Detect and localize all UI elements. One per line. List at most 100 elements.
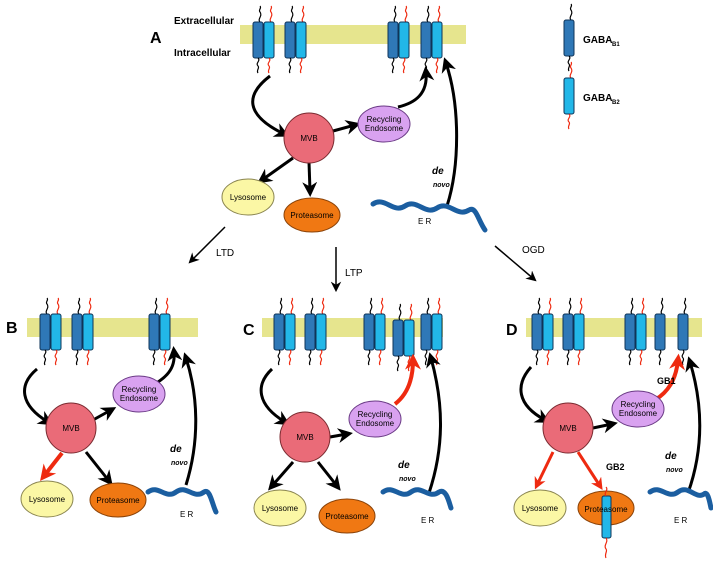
arrow-ltd — [188, 226, 226, 264]
recycling-label-1: Recycling — [621, 400, 656, 409]
mvb-label: MVB — [559, 424, 576, 433]
receptor-dimer — [363, 297, 386, 366]
receptor-dimer — [71, 297, 94, 366]
legend-gaba-b1: GABA B1 — [563, 3, 620, 72]
panel-c: C MVB Recycling Endosome Lysosome Protea… — [243, 297, 454, 534]
recycling-endosome — [348, 400, 402, 438]
mvb-label: MVB — [300, 134, 317, 143]
arrow-to-proteasome — [316, 461, 341, 491]
legend: GABA B1 GABA B2 — [563, 3, 620, 130]
er-strand — [370, 199, 488, 233]
receptor-dimer — [284, 5, 307, 74]
panel-c-label: C — [243, 322, 255, 339]
arrow-ogd — [494, 245, 537, 282]
de-label: de — [665, 451, 677, 462]
gb1-label: GB1 — [657, 376, 676, 386]
arrow-to-recycling — [592, 418, 618, 434]
arrow-internalize — [259, 367, 291, 426]
recycling-endosome — [357, 105, 411, 143]
arrow-de-novo — [426, 352, 442, 494]
legend-gaba-b1-sub: B1 — [612, 42, 620, 48]
arrow-recycle-increased — [393, 353, 421, 406]
receptor-gb1-only — [677, 297, 689, 366]
arrow-to-recycling — [332, 120, 361, 135]
arrow-to-recycling — [92, 407, 117, 422]
panel-b-label: B — [6, 320, 18, 337]
receptor-dimer — [148, 297, 171, 366]
er-strand — [647, 487, 713, 511]
panel-d-label: D — [506, 322, 518, 339]
arrow-gb2-to-proteasome — [576, 451, 603, 491]
mvb-label: MVB — [296, 433, 313, 442]
arrow-recycle-to-membrane — [397, 66, 435, 109]
arrow-de-novo — [181, 352, 198, 486]
lysosome — [221, 178, 275, 216]
receptor-dimer — [304, 297, 327, 366]
lysosome-label: Lysosome — [262, 504, 299, 513]
arrow-de-novo — [685, 356, 702, 494]
mvb — [279, 411, 331, 463]
arrow-to-lysosome-increased — [40, 451, 64, 482]
arrow-to-proteasome — [84, 451, 113, 486]
mvb — [45, 402, 97, 454]
extracellular-label: Extracellular — [174, 16, 234, 27]
receptor-dimer — [531, 297, 554, 366]
de-label: de — [432, 166, 444, 177]
intracellular-label: Intracellular — [174, 48, 231, 59]
arrow-to-lysosome-red — [534, 451, 555, 490]
lysosome-label: Lysosome — [230, 193, 267, 202]
panel-a: A Extracellular Intracellular MVB Recycl… — [150, 5, 488, 233]
recycling-label-1: Recycling — [122, 385, 157, 394]
ltp-label: LTP — [345, 268, 363, 279]
arrow-de-novo — [441, 57, 459, 207]
proteasome-label: Proteasome — [584, 505, 628, 514]
lysosome — [253, 489, 307, 527]
recycling-label-2: Endosome — [365, 124, 404, 133]
receptor-dimer — [392, 303, 415, 372]
degraded-gaba-b2 — [601, 486, 612, 559]
proteasome-label: Proteasome — [290, 211, 334, 220]
receptor-dimer — [252, 5, 275, 74]
lysosome-label: Lysosome — [29, 495, 66, 504]
novo-label: novo — [399, 476, 416, 483]
recycling-label-1: Recycling — [358, 410, 393, 419]
receptor-gb1-only — [654, 297, 666, 366]
novo-label: novo — [171, 460, 188, 467]
legend-gaba-b2-main: GABA — [583, 93, 612, 104]
proteasome — [318, 498, 376, 534]
proteasome — [89, 482, 147, 518]
mvb — [542, 402, 594, 454]
gb2-label: GB2 — [606, 462, 625, 472]
arrow-internalize — [251, 74, 290, 137]
receptor-dimer — [387, 5, 410, 74]
panel-d: D MVB Recycling Endosome Lysosome Protea… — [506, 297, 713, 559]
receptor-dimer — [562, 297, 585, 366]
recycling-label-2: Endosome — [619, 409, 658, 418]
arrow-to-recycling — [329, 428, 353, 443]
recycling-endosome — [611, 390, 665, 428]
arrow-to-lysosome — [257, 156, 294, 184]
recycling-label-1: Recycling — [367, 115, 402, 124]
er-label: E R — [674, 516, 688, 525]
mvb-label: MVB — [62, 424, 79, 433]
arrow-internalize — [519, 366, 551, 423]
receptor-dimer — [420, 297, 443, 366]
er-label: E R — [180, 510, 194, 519]
recycling-label-2: Endosome — [120, 394, 159, 403]
novo-label: novo — [666, 467, 683, 474]
mvb — [283, 112, 335, 164]
proteasome — [283, 197, 341, 233]
er-strand — [145, 487, 219, 515]
receptor-dimer — [624, 297, 647, 366]
recycling-endosome — [112, 375, 166, 413]
legend-gaba-b2: GABA B2 — [563, 61, 620, 130]
recycling-label-2: Endosome — [356, 419, 395, 428]
receptor-dimer — [39, 297, 62, 366]
lysosome — [20, 480, 74, 518]
panel-a-label: A — [150, 30, 162, 47]
panel-b: B MVB Recycling Endosome Lysosome Protea… — [6, 297, 219, 519]
ltd-label: LTD — [216, 248, 234, 259]
legend-gaba-b2-sub: B2 — [612, 100, 620, 106]
er-label: E R — [421, 516, 435, 525]
de-label: de — [398, 460, 410, 471]
